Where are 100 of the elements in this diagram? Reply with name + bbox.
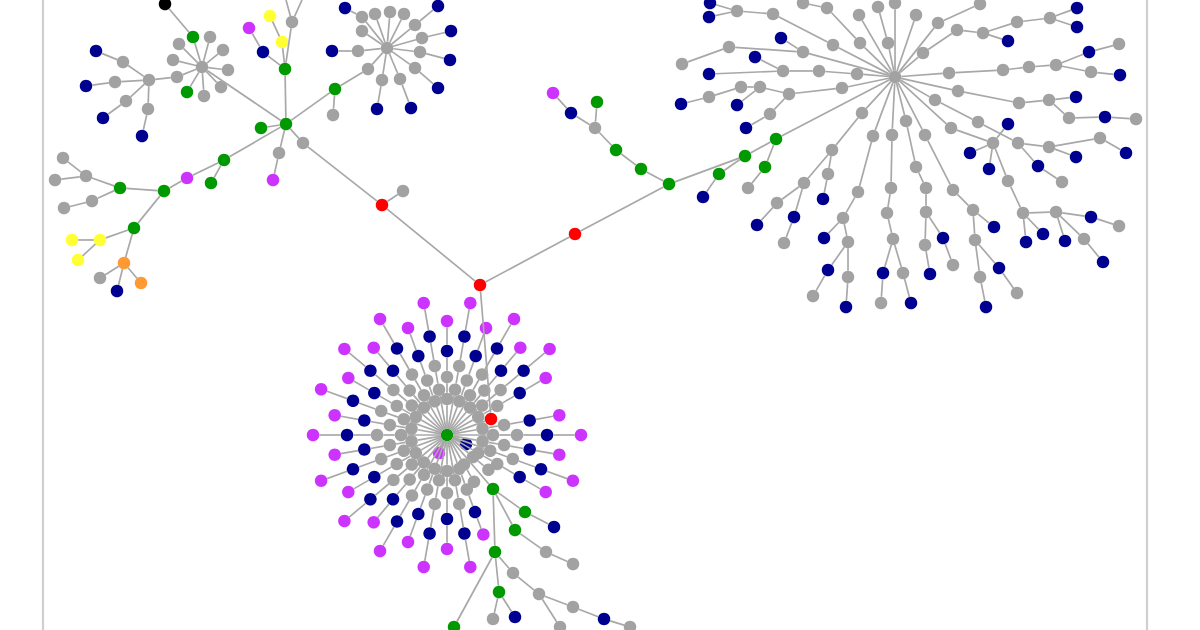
connector-line [517,460,536,468]
connector-line [285,27,292,64]
connector-line [815,274,826,292]
connector-line [925,193,927,207]
connector-line [808,3,822,8]
connector-line [348,502,367,518]
connector-line [974,144,989,152]
connector-line [450,408,479,432]
connector-line [318,434,342,436]
connector-line [996,128,1005,139]
connector-line [228,126,282,158]
connector-line [1026,216,1040,231]
connector-line [207,66,223,71]
connector-line [495,451,508,458]
connector-line [734,46,798,53]
connector-line [436,406,446,430]
connector-line [982,124,1014,141]
connector-line [939,102,974,120]
connector-line [408,420,442,434]
connector-line [451,419,474,433]
connector-line [412,394,421,404]
connector-line [1034,64,1051,68]
connector-line [419,494,426,509]
connector-line [446,326,448,346]
connector-line [271,20,281,38]
connector-line [339,71,364,87]
connector-line [1023,142,1044,148]
connector-line [412,466,421,476]
connector-line [124,233,134,258]
connector-line [1110,116,1131,120]
connector-line [395,441,407,445]
connector-line [426,439,445,471]
connector-line [425,52,445,60]
connector-line [348,352,367,368]
connector-line [127,266,138,280]
connector-line [878,12,888,38]
connector-line [609,620,625,626]
connector-line [349,10,358,15]
connector-line [137,195,161,224]
connector-line [476,460,485,467]
connector-line [578,608,600,618]
connector-line [449,399,468,431]
connector-line [415,438,444,462]
connector-line [847,247,849,272]
connector-line [446,440,448,466]
connector-line [830,246,846,266]
connector-line [888,48,895,72]
connector-line [104,265,120,276]
connector-line [519,532,542,550]
connector-line [487,441,499,445]
connector-line [472,378,480,391]
connector-line [416,435,442,442]
connector-line [476,517,482,530]
connector-line [1096,71,1115,76]
connector-line [374,483,390,497]
connector-line [340,415,359,421]
connector-line [900,72,944,78]
connector-line [69,201,87,208]
connector-line [382,434,396,436]
connector-line [401,84,410,103]
connector-line [479,290,492,414]
connector-line [81,243,97,257]
connector-line [452,420,486,434]
connector-line [942,5,976,22]
connector-line [880,278,884,298]
connector-line [401,408,412,415]
connector-line [468,361,475,376]
connector-line [409,518,417,538]
connector-line [1054,148,1071,156]
connector-line [100,52,119,61]
connector-line [890,140,893,183]
connector-line [332,94,336,110]
connector-line [541,598,558,623]
connector-line [1074,116,1100,119]
connector-line [794,87,837,95]
connector-line [378,395,393,404]
connector-line [374,373,390,387]
connector-line [129,83,146,98]
connector-line [358,460,377,468]
connector-line [290,91,331,122]
connector-line [1061,65,1086,72]
connector-line [468,494,474,508]
connector-line [546,470,568,480]
connector-line [865,80,892,110]
connector-line [388,52,399,75]
connector-line [1059,215,1081,236]
connector-line [765,87,784,94]
connector-line [487,425,499,429]
connector-line [279,129,286,148]
connector-line [423,538,430,562]
connector-line [281,47,286,64]
connector-line [358,402,377,410]
connector-line [895,82,906,116]
connector-line [154,76,172,81]
connector-line [498,434,512,436]
connector-line [898,80,948,125]
connector-line [371,51,384,66]
connector-line [382,323,395,344]
connector-line [524,479,542,490]
connector-line [77,239,95,241]
